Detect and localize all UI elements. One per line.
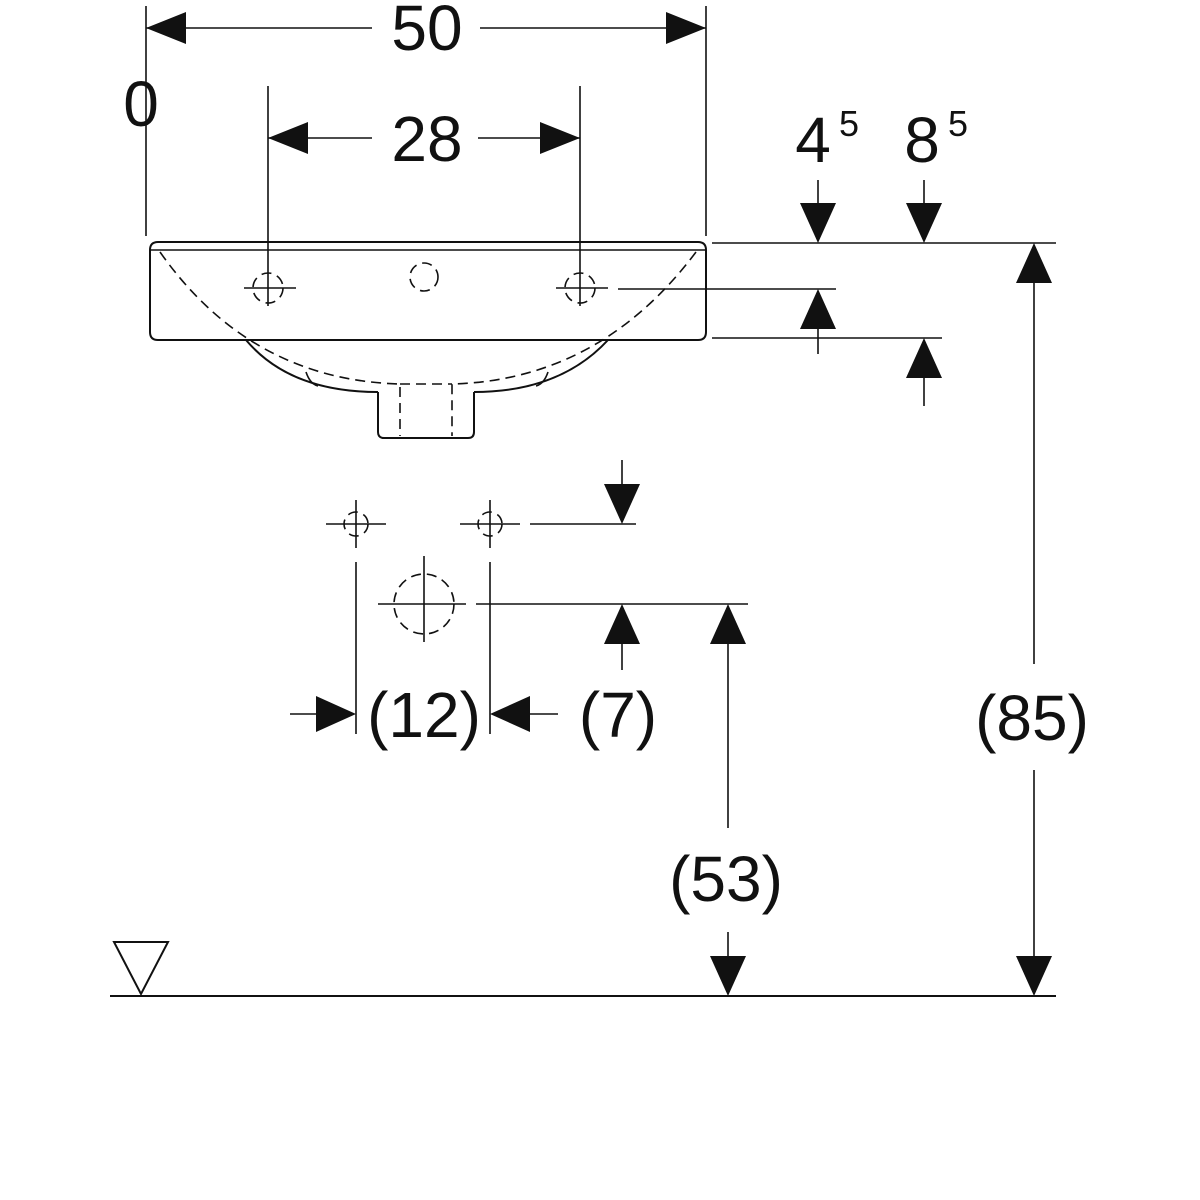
- label-width: 50: [391, 0, 462, 64]
- label-tap-spacing: 28: [391, 103, 462, 175]
- overflow-hole: [409, 262, 439, 292]
- dimension-waste-height: [710, 604, 746, 996]
- label-floor-level: 0: [123, 68, 159, 140]
- floor-level-marker: [112, 941, 170, 997]
- tap-hole-right: [556, 268, 608, 306]
- label-depth-a: 4: [795, 104, 831, 176]
- label-depth-b: 8: [904, 104, 940, 176]
- label-depth-a-sup: 5: [839, 103, 859, 144]
- supply-point-right: [460, 500, 520, 548]
- bowl-hidden-line: [159, 251, 697, 436]
- label-depth-b-sup: 5: [948, 103, 968, 144]
- tap-hole-left: [244, 268, 296, 306]
- washbasin-outline: [149, 241, 707, 439]
- dimension-width: [145, 6, 707, 236]
- dimension-tap-spacing: [267, 86, 581, 268]
- label-rim-height: (85): [975, 682, 1089, 754]
- dimension-rim-height: [1016, 243, 1052, 996]
- label-waste-height: (53): [669, 843, 783, 915]
- label-offset-left: (12): [367, 679, 481, 751]
- label-offset-right: (7): [579, 679, 657, 751]
- dimension-supply-spacing: [476, 460, 748, 670]
- dimension-offsets: [290, 562, 558, 734]
- dimension-depths: [618, 180, 1056, 406]
- waste-connection-point: [378, 556, 466, 642]
- supply-point-left: [326, 500, 386, 548]
